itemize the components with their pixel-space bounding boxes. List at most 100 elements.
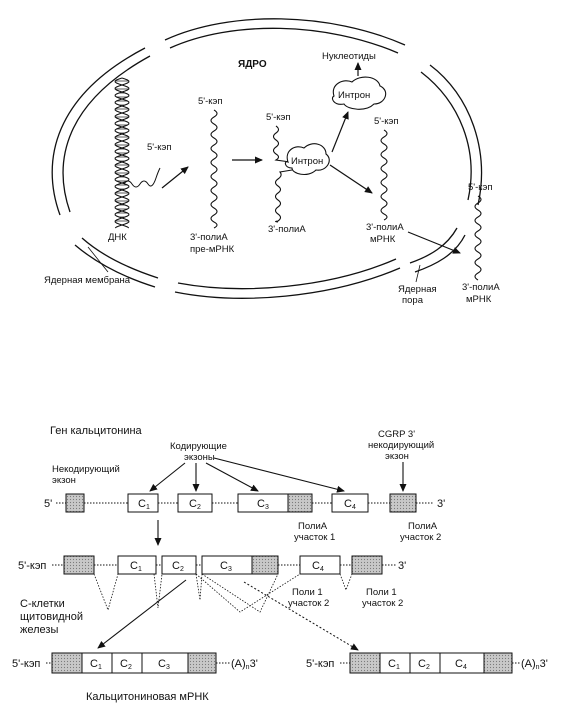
- poly1-label-1: Поли 1: [292, 587, 323, 598]
- calc-c2-text: C2: [120, 658, 132, 671]
- arrow-to-mrna: [329, 164, 373, 194]
- exon-strand-lower: [274, 169, 293, 223]
- calc-cap5: 5'-кэп: [12, 658, 40, 670]
- noncoding-label-2: экзон: [52, 475, 76, 486]
- nuclear-envelope: [51, 18, 482, 299]
- cgrp-c1-text: C1: [388, 658, 400, 671]
- exported-mrna-label: мРНК: [466, 294, 492, 305]
- splice-connectors: [93, 573, 353, 613]
- pore-label-2: пора: [402, 295, 424, 306]
- dna-label: ДНК: [108, 232, 127, 243]
- coding-label-2: экзоны: [184, 452, 215, 463]
- premrna-cap5-label: 5'-кэп: [198, 96, 223, 107]
- cgrp-mrna: 5'-кэп C1 C2 C4 (A)n3': [306, 652, 548, 674]
- cgrp-cap5: 5'-кэп: [306, 658, 334, 670]
- membrane-label: Ядерная мембрана: [44, 275, 131, 286]
- gene-cgrp-exon: [389, 493, 417, 513]
- gene-noncoding-exon: [65, 493, 85, 513]
- cgrp-polya: [483, 652, 513, 674]
- arrow-export: [407, 231, 461, 254]
- pre-cgrp-exon: [351, 555, 383, 575]
- pre-c3-text: C3: [220, 560, 232, 573]
- cgrp-c2-text: C2: [418, 658, 430, 671]
- pre-c2-text: C2: [172, 560, 184, 573]
- polya-site1-label-2: участок 1: [294, 532, 335, 543]
- premrna-cap5: 5'-кэп: [18, 560, 46, 572]
- arrow-to-calcitonin-mrna: [97, 579, 187, 649]
- pre-3prime: 3': [398, 560, 406, 572]
- calc-polya: [187, 652, 217, 674]
- gene-exon-c1: [127, 493, 159, 513]
- calc-c1-text: C1: [90, 658, 102, 671]
- pre-c4-text: C4: [312, 560, 324, 573]
- pre-c1-text: C1: [130, 560, 142, 573]
- dna-helix: [114, 77, 130, 229]
- polya-site1-label-1: ПолиА: [298, 521, 328, 532]
- cgrp-c4-text: C4: [455, 658, 467, 671]
- poly2-label-1: Поли 1: [366, 587, 397, 598]
- pore-pointer: [415, 264, 421, 283]
- gene-polya-site-1: [287, 493, 313, 513]
- gene-title: Ген кальцитонина: [50, 425, 143, 437]
- arrow-coding-c1: [149, 462, 186, 492]
- mrna-polya-label: 3'-полиА: [366, 222, 404, 233]
- mrna-label: мРНК: [370, 234, 396, 245]
- gene-c1-text: C1: [138, 498, 150, 511]
- ccells-label-2: щитовидной: [20, 611, 83, 623]
- gene-3prime: 3': [437, 498, 445, 510]
- premrna-polya-label: 3'-полиА: [190, 232, 228, 243]
- gene-c4-text: C4: [344, 498, 356, 511]
- poly1-label-2: участок 2: [288, 598, 329, 609]
- cgrp-label-2: некодирующий: [368, 440, 434, 451]
- intron-label-2: Интрон: [338, 90, 370, 101]
- calcitonin-mrna-label: Кальцитониновая мРНК: [86, 691, 209, 703]
- polya-site2-label-1: ПолиА: [408, 521, 438, 532]
- intron-label-1: Интрон: [291, 156, 323, 167]
- nascent-rna: [123, 167, 161, 188]
- gene-c2-text: C2: [189, 498, 201, 511]
- mrna-strand-cytoplasm: [474, 195, 482, 281]
- poly2-label-2: участок 2: [362, 598, 403, 609]
- membrane-pointer: [87, 246, 109, 273]
- pre-noncoding-exon: [63, 555, 95, 575]
- calcitonin-mrna: 5'-кэп C1 C2 C3 (A)n3': [12, 652, 258, 674]
- mrna-cap5-label: 5'-кэп: [374, 116, 399, 127]
- intron-loop-1: [284, 143, 330, 176]
- cgrp-label-1: CGRP 3': [378, 429, 415, 440]
- gene-c3-text: C3: [257, 498, 269, 511]
- gene-5prime: 5': [44, 498, 52, 510]
- splicing-polya-label: 3'-полиА: [268, 224, 306, 235]
- dna-cap5-label: 5'-кэп: [147, 142, 172, 153]
- calc-c3-text: C3: [158, 658, 170, 671]
- nucleus-diagram: ЯДРО ДНК 5'-кэп 5'-кэп 3'-полиА пре-мРНК…: [44, 18, 500, 306]
- calc-tail: (A)n3': [231, 658, 258, 671]
- exported-polya-label: 3'-полиА: [462, 282, 500, 293]
- gene-exon-c2: [177, 493, 213, 513]
- premrna-row: 5'-кэп C1 C2 C3 C4 3': [18, 555, 406, 613]
- cgrp-tail: (A)n3': [521, 658, 548, 671]
- pre-mrna-strand: [210, 109, 218, 229]
- arrow-coding-c3: [205, 462, 259, 492]
- intron-lariat: [331, 76, 387, 110]
- arrow-coding-c4: [213, 457, 345, 493]
- arrow-transcription: [161, 166, 189, 189]
- gene-row: 5' 3' C1 C2 C3 C4 ПолиА участок 1 ПолиА …: [44, 493, 445, 543]
- splicing-cap5-label: 5'-кэп: [266, 112, 291, 123]
- mrna-strand-nuclear: [380, 129, 388, 221]
- ccells-label-3: железы: [20, 624, 58, 636]
- pore-label-1: Ядерная: [398, 284, 437, 295]
- nucleotides-label: Нуклеотиды: [322, 51, 376, 62]
- noncoding-label-1: Некодирующий: [52, 464, 120, 475]
- exon-strand-upper: [272, 125, 291, 163]
- polya-site2-label-2: участок 2: [400, 532, 441, 543]
- arrow-intron-out: [331, 111, 349, 153]
- coding-label-1: Кодирующие: [170, 441, 227, 452]
- cgrp-label-3: экзон: [385, 451, 409, 462]
- nucleus-label: ЯДРО: [238, 59, 267, 70]
- premrna-label: пре-мРНК: [190, 244, 235, 255]
- ccells-label-1: С-клетки: [20, 598, 65, 610]
- calc-noncoding: [51, 652, 83, 674]
- pre-polya-site-1: [251, 555, 279, 575]
- gene-exon-c4: [331, 493, 369, 513]
